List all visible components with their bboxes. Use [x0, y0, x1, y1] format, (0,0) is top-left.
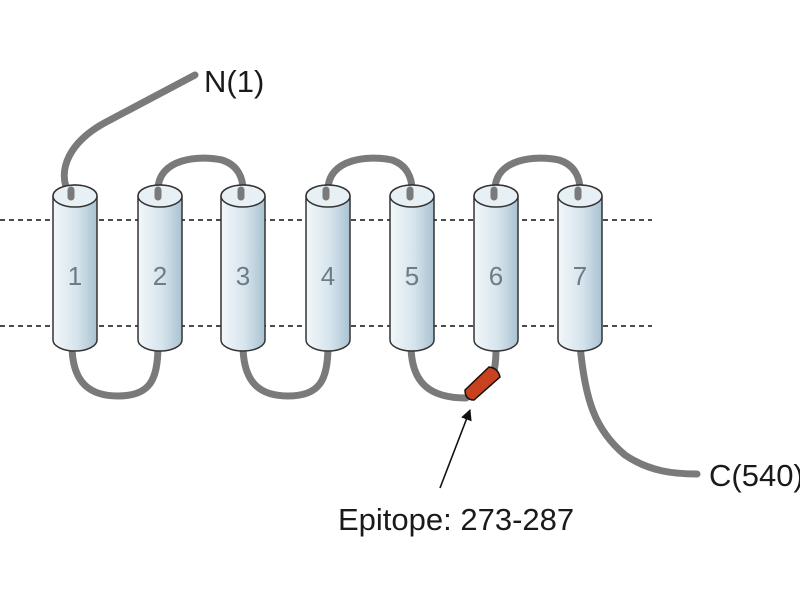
- helix-1: 1: [52, 184, 98, 352]
- helix-5: 5: [389, 184, 435, 352]
- helix-number-label: 3: [236, 261, 250, 291]
- helix-7: 7: [557, 184, 603, 352]
- helix-4: 4: [305, 184, 351, 352]
- helix-number-label: 7: [573, 261, 587, 291]
- helix-2: 2: [137, 184, 183, 352]
- n-terminal-tail: [60, 71, 199, 200]
- extracellular-loop-1: [154, 154, 247, 194]
- helix-number-label: 4: [321, 261, 335, 291]
- epitope-arrow: [439, 408, 472, 489]
- intracellular-loop-3: [407, 341, 470, 402]
- helix-cylinder-top: [52, 184, 98, 208]
- epitope-segment: [464, 366, 501, 401]
- intracellular-loop-2: [239, 341, 332, 400]
- extracellular-loop-2: [324, 154, 416, 194]
- intracellular-loop-1: [68, 341, 162, 400]
- helix-number-label: 1: [68, 261, 82, 291]
- helix-6: 6: [473, 184, 519, 352]
- epitope-label: Epitope: 273-287: [338, 502, 574, 537]
- helix-number-label: 2: [153, 261, 167, 291]
- helix-number-label: 6: [489, 261, 503, 291]
- transmembrane-helices: 1 2 3 4 5 6 7: [52, 184, 603, 352]
- n-terminus-label: N(1): [204, 64, 264, 99]
- c-terminal-tail: [576, 341, 701, 478]
- c-terminus-label: C(540): [709, 458, 800, 493]
- extracellular-loop-3: [491, 154, 584, 194]
- helix-3: 3: [220, 184, 266, 352]
- helix-number-label: 5: [405, 261, 419, 291]
